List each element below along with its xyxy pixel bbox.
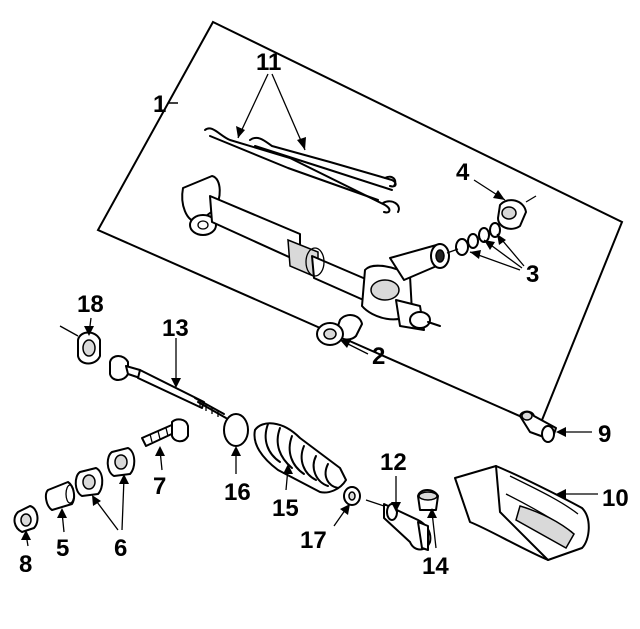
callout-17: 17: [300, 527, 327, 554]
bushing: [59, 325, 101, 365]
callout-14: 14: [422, 553, 449, 580]
callout-1: 1: [153, 91, 166, 118]
callout-5: 5: [56, 535, 69, 562]
nut: [13, 505, 39, 533]
callout-18: 18: [77, 291, 104, 318]
transfer-lines: [204, 127, 400, 214]
callout-11: 11: [256, 49, 281, 76]
boot: [253, 422, 347, 494]
leader-lines: [21, 73, 598, 549]
callout-7: 7: [153, 473, 166, 500]
adjuster-sleeve: [44, 481, 76, 511]
callout-8: 8: [19, 551, 32, 578]
callout-15: 15: [272, 495, 299, 522]
sensor: [519, 410, 557, 443]
input-shaft-seal: [497, 195, 537, 230]
seal-kit: [446, 222, 501, 256]
callout-2: 2: [372, 343, 385, 370]
jam-nuts: [74, 447, 136, 497]
callout-16: 16: [224, 479, 251, 506]
gear-housing: [181, 175, 450, 341]
callout-6: 6: [114, 535, 127, 562]
tie-rod-end: [365, 499, 432, 551]
callout-10: 10: [602, 485, 629, 512]
tie-rod-bolt: [141, 418, 189, 447]
callout-3: 3: [526, 261, 539, 288]
callout-12: 12: [380, 449, 407, 476]
callout-labels: 1 11 4 3 2 18 13 9 10 12 14 16 15 17 7 6…: [19, 49, 629, 580]
mount-bushing: [316, 322, 344, 346]
heat-shield: [454, 465, 590, 561]
callout-13: 13: [162, 315, 189, 342]
inner-tie-rod: [109, 355, 227, 419]
callout-9: 9: [598, 421, 611, 448]
ball-stud: [417, 489, 439, 511]
boot-clamp: [223, 413, 249, 447]
callout-4: 4: [456, 159, 470, 186]
clamp: [343, 486, 361, 506]
